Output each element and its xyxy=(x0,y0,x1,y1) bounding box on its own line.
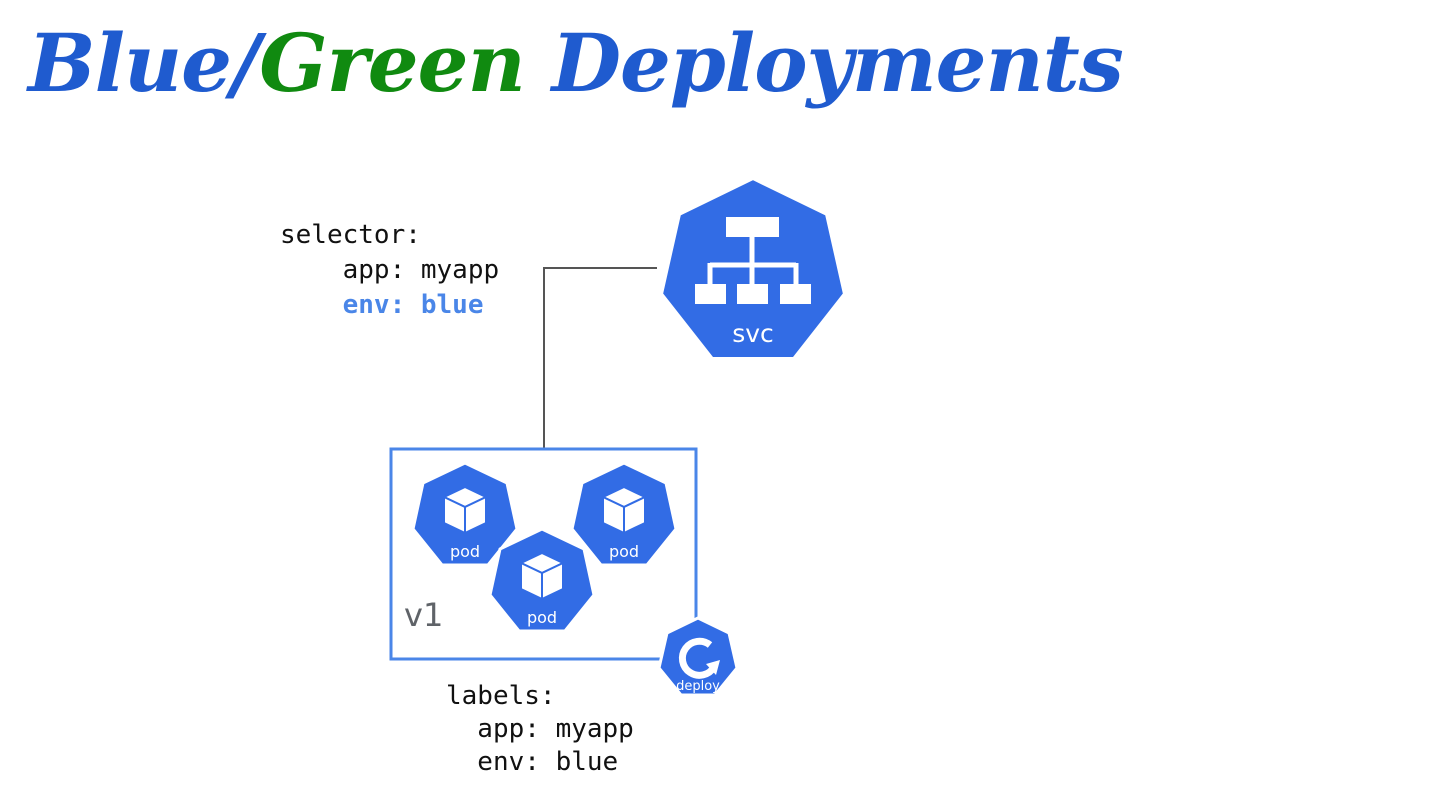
pod-node: pod xyxy=(488,527,596,633)
selector-heading: selector: xyxy=(280,220,421,250)
title-blue-part: Blue/ xyxy=(28,16,260,110)
deploy-node: deploy xyxy=(657,616,739,697)
service-label: svc xyxy=(732,319,774,348)
cube-icon xyxy=(520,552,564,600)
labels-app-line: app: myapp xyxy=(446,714,634,744)
labels-heading: labels: xyxy=(446,681,556,711)
rotate-arrow-icon xyxy=(678,637,720,679)
service-selector-block: selector: app: myapp env: blue xyxy=(280,218,499,323)
title-deployments-part: Deployments xyxy=(524,16,1124,110)
cube-icon xyxy=(443,486,487,534)
title-green-part: Green xyxy=(259,16,525,110)
service-connector-line xyxy=(543,267,657,448)
pod-node: pod xyxy=(570,461,678,567)
pod-node: pod xyxy=(411,461,519,567)
slide-title: Blue/Green Deployments xyxy=(28,8,1124,118)
service-node: svc xyxy=(659,176,847,361)
network-hierarchy-icon xyxy=(695,217,811,304)
pod-label: pod xyxy=(609,542,639,561)
pod-label: pod xyxy=(527,608,557,627)
deploy-label: deploy xyxy=(676,679,720,694)
pod-label: pod xyxy=(450,542,480,561)
labels-env-line: env: blue xyxy=(446,747,619,777)
selector-app-line: app: myapp xyxy=(280,255,500,285)
deployment-version-label: v1 xyxy=(404,596,444,634)
deploy-heptagon-icon xyxy=(657,616,739,697)
cube-icon xyxy=(602,486,646,534)
selector-env-line: env: blue xyxy=(280,290,484,320)
pod-labels-block: labels: app: myapp env: blue xyxy=(446,680,634,779)
